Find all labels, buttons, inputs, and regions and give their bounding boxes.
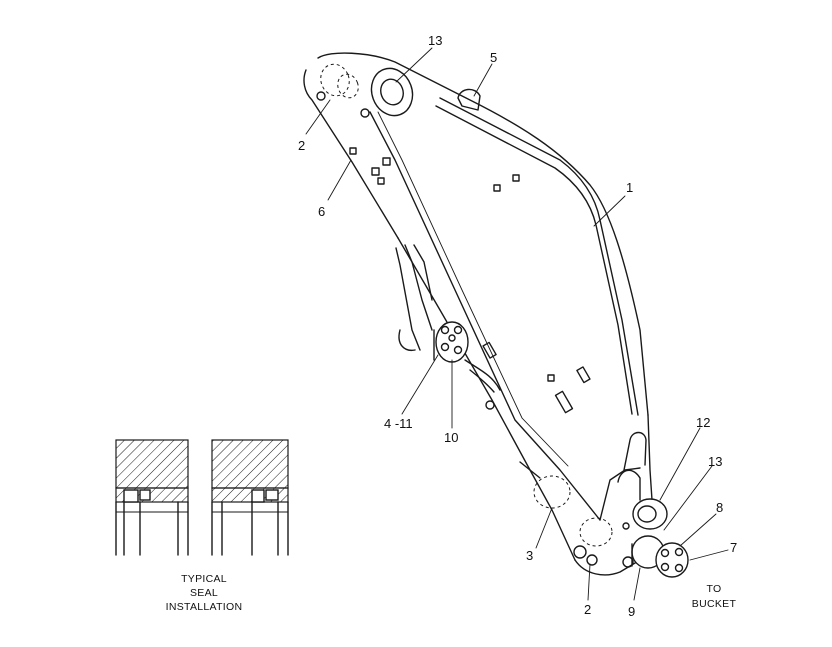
callout-6: 6	[318, 204, 325, 219]
cylinder-bracket	[395, 244, 501, 393]
leader-lines	[305, 47, 729, 601]
callout-2-bottom: 2	[584, 602, 591, 617]
seal-caption-line2: SEAL	[190, 587, 218, 599]
callout-4-11: 4 -11	[384, 416, 413, 431]
callout-9: 9	[628, 604, 635, 619]
bucket-caption-line2: BUCKET	[692, 598, 737, 610]
callout-5: 5	[490, 50, 497, 65]
bucket-caption-line1: TO	[707, 583, 722, 595]
callout-1: 1	[626, 180, 633, 195]
callout-3: 3	[526, 548, 533, 563]
callout-13-bottom: 13	[708, 454, 722, 469]
callout-12: 12	[696, 415, 710, 430]
stick-body	[303, 52, 653, 576]
to-bucket-note: TO BUCKET	[692, 583, 737, 610]
callout-labels: 13 5 1 2 6 4 -11 10 12 13 8 7 3 2 9	[298, 33, 737, 619]
seal-caption-line1: TYPICAL	[181, 573, 227, 585]
bucket-end	[519, 431, 689, 578]
callout-8: 8	[716, 500, 723, 515]
callout-7: 7	[730, 540, 737, 555]
callout-10: 10	[444, 430, 458, 445]
seal-caption-line3: INSTALLATION	[166, 601, 243, 613]
callout-13-top: 13	[428, 33, 442, 48]
callout-2-top: 2	[298, 138, 305, 153]
seal-installation-inset: TYPICAL SEAL INSTALLATION	[115, 439, 289, 613]
